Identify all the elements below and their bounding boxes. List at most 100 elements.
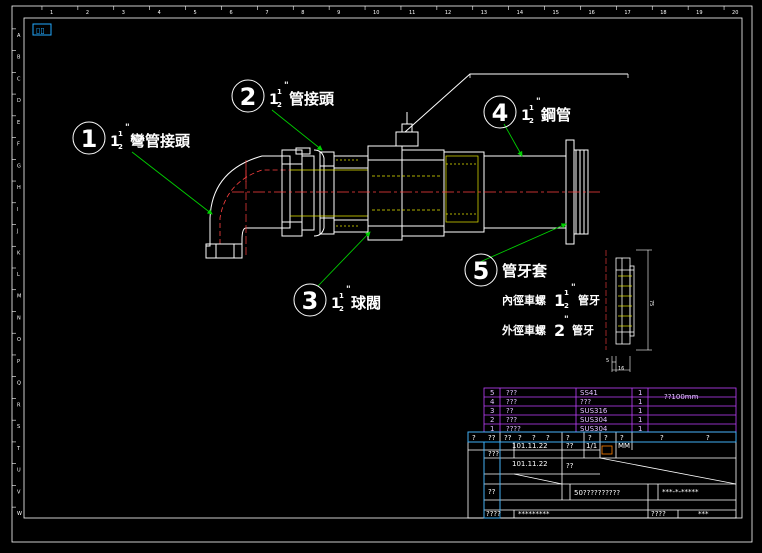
- bom-qty: 1: [638, 389, 642, 397]
- ruler-top-label: 19: [696, 10, 702, 16]
- ruler-top-label: 7: [265, 10, 268, 16]
- bom-qty: 1: [638, 407, 642, 415]
- ruler-left-label: M: [17, 294, 21, 300]
- title-q1: ??: [566, 442, 574, 450]
- title-header-cell: ?: [706, 434, 710, 442]
- svg-text:1: 1: [554, 291, 565, 310]
- svg-text:1: 1: [564, 289, 569, 297]
- bom-name: ???: [506, 389, 517, 397]
- title-header-cell: ?: [604, 434, 608, 442]
- callout-1-label: 彎管接頭: [130, 132, 191, 150]
- svg-text:內徑車螺: 內徑車螺: [502, 293, 546, 307]
- ruler-left-label: D: [17, 98, 21, 104]
- title-header-cell: ?: [546, 434, 550, 442]
- ruler-top-label: 4: [158, 10, 161, 16]
- ruler-left-label: L: [17, 272, 20, 278]
- ruler-left-label: I: [17, 207, 18, 213]
- title-header-cell: ?: [660, 434, 664, 442]
- ruler-top-label: 11: [409, 10, 415, 16]
- dim-width: 16: [618, 366, 624, 372]
- callout-3-label: 球閥: [351, 294, 381, 312]
- title-block-header: ??????????????: [472, 434, 710, 442]
- bom-no: 5: [490, 389, 494, 397]
- title-block-accent: [467, 431, 737, 519]
- app-badge-box[interactable]: [32, 23, 52, 36]
- ruler-left-label: B: [17, 55, 21, 61]
- inner-border: [23, 17, 743, 519]
- title-q3: ??: [566, 462, 574, 470]
- elbow-hex-end: [281, 147, 315, 237]
- ruler-top-label: 10: [373, 10, 379, 16]
- valve-handle: [404, 73, 628, 133]
- svg-text:1: 1: [81, 125, 98, 153]
- svg-text:": ": [125, 123, 130, 133]
- ruler-left-label: A: [17, 33, 21, 39]
- title-header-cell: ?: [566, 434, 570, 442]
- svg-text:": ": [536, 97, 541, 107]
- svg-text:2: 2: [277, 101, 282, 109]
- title-q2: ???: [488, 450, 499, 458]
- union-threads: [290, 159, 368, 227]
- ruler-left-label: P: [17, 359, 20, 365]
- svg-text:3: 3: [302, 287, 319, 315]
- bom-material: SUS304: [580, 425, 608, 433]
- elbow-fitting: [205, 155, 291, 259]
- svg-text:": ": [564, 315, 569, 325]
- svg-text:4: 4: [492, 99, 509, 127]
- sleeve-detail-view: [615, 257, 635, 345]
- svg-text:管牙: 管牙: [572, 323, 594, 337]
- ruler-top-label: 12: [445, 10, 451, 16]
- ruler-top-label: 5: [194, 10, 197, 16]
- svg-text:": ": [346, 285, 351, 295]
- title-company-label: ????: [486, 510, 501, 518]
- title-header-cell: ??: [504, 434, 512, 442]
- ruler-top-label: 1: [50, 10, 53, 16]
- ruler-left-label: W: [17, 511, 22, 517]
- callout-3: 3 1 1 2 " 球閥: [293, 283, 381, 317]
- bom-no: 3: [490, 407, 494, 415]
- ruler-left-label: T: [16, 446, 21, 452]
- callout-2: 2 1 1 2 " 管接頭: [231, 79, 335, 113]
- title-block-stamp: [601, 445, 613, 455]
- svg-text:外徑車螺: 外徑車螺: [501, 323, 546, 337]
- dim-height: 75: [648, 300, 654, 306]
- callout-1: 1 1 1 2 " 彎管接頭: [72, 121, 191, 155]
- ruler-top-label: 6: [229, 10, 232, 16]
- ruler-top-label: 8: [301, 10, 304, 16]
- ruler-left-label: S: [17, 424, 20, 430]
- ruler-left-label: E: [17, 120, 20, 126]
- ruler-left-label: Q: [17, 381, 21, 387]
- callout-5: 5 管牙套: [464, 253, 548, 287]
- ruler-left-label: O: [17, 337, 21, 343]
- ruler-top-label: 9: [337, 10, 340, 16]
- title-unit: MM: [618, 442, 630, 450]
- leader-lines: [131, 109, 567, 287]
- ruler-left-label: U: [17, 468, 21, 474]
- svg-text:2: 2: [564, 302, 569, 310]
- title-date2: 101.11.22: [512, 460, 548, 468]
- sleeve-detail-dims: [605, 249, 652, 372]
- bom-no: 1: [490, 425, 494, 433]
- ruler-top-label: 16: [588, 10, 594, 16]
- ruler-left-label: K: [17, 250, 21, 256]
- svg-text:1: 1: [521, 108, 531, 124]
- bom-name: ??: [506, 407, 514, 415]
- svg-text:5: 5: [473, 257, 490, 285]
- title-approver: ***: [698, 510, 709, 518]
- svg-text:1: 1: [118, 130, 123, 138]
- svg-text:2: 2: [529, 117, 534, 125]
- ball-valve-body: [367, 112, 445, 241]
- bom-qty: 1: [638, 398, 642, 406]
- ruler-top-label: 20: [732, 10, 738, 16]
- bom-material: ???: [580, 398, 591, 406]
- title-drawing-no: ***-*-*****: [662, 488, 699, 496]
- svg-text:1: 1: [339, 292, 344, 300]
- ruler-left-label: N: [17, 315, 21, 321]
- bom-no: 4: [490, 398, 495, 406]
- dim-gap: 5: [606, 358, 609, 364]
- ruler-top-label: 17: [624, 10, 630, 16]
